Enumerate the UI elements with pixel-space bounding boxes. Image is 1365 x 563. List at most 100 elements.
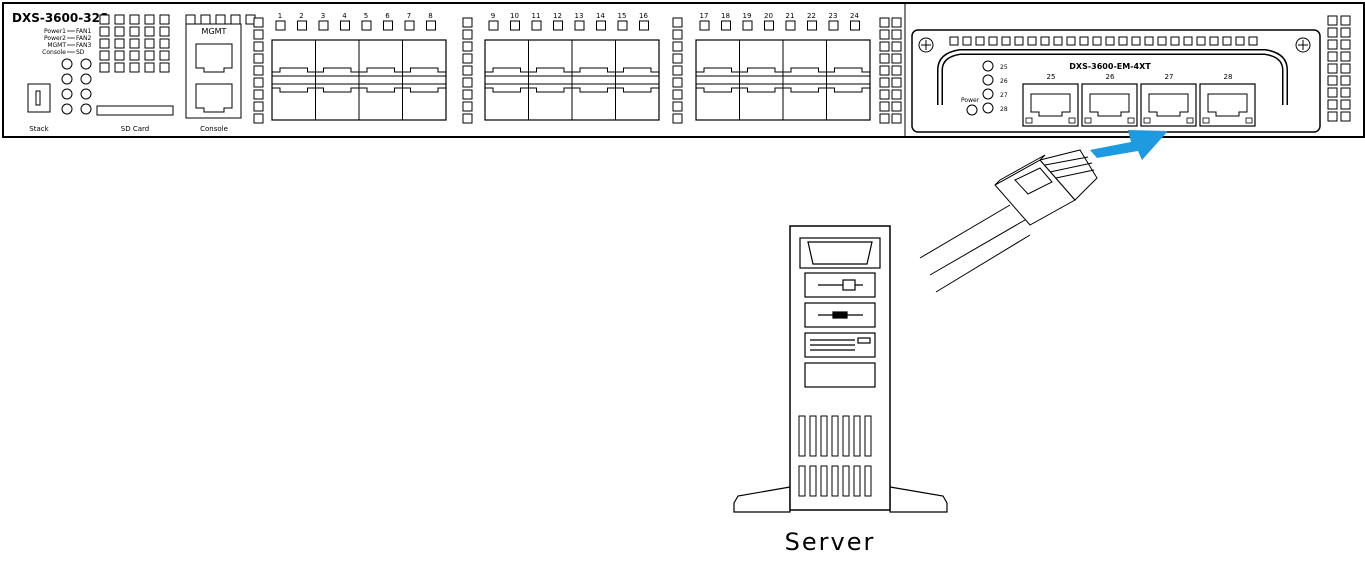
server-vent-slot — [853, 415, 861, 457]
status-led — [114, 26, 125, 37]
port-number-label: 10 — [510, 12, 519, 20]
status-led — [144, 50, 155, 61]
sfp-port-icon — [315, 67, 359, 73]
vent-slot — [1327, 51, 1338, 62]
sfp-port-icon — [528, 67, 572, 73]
port-led — [879, 41, 890, 52]
port-led — [531, 20, 542, 31]
port-number-label: 14 — [596, 12, 605, 20]
port-led — [721, 20, 731, 31]
sfp-port-icon — [826, 87, 870, 93]
port-led — [462, 77, 473, 88]
sd-card-label: SD Card — [121, 125, 149, 133]
port-led — [462, 29, 473, 40]
vent-slot — [1340, 27, 1351, 38]
port-led — [891, 77, 902, 88]
vent-slot — [1340, 75, 1351, 86]
port-led — [574, 20, 585, 31]
led-label: Power2 — [44, 35, 66, 42]
server-vent-slot — [798, 415, 806, 457]
module-port-number: 25 — [1047, 73, 1056, 81]
module-led — [982, 74, 994, 86]
port-led — [383, 20, 393, 31]
port-number-label: 17 — [700, 12, 709, 20]
port-led — [672, 29, 683, 40]
module-indicator — [1144, 36, 1154, 46]
rj45-port-icon — [1207, 93, 1248, 117]
port-number-label: 22 — [807, 12, 816, 20]
server-icon — [733, 225, 948, 513]
status-led — [99, 50, 110, 61]
port-number-label: 2 — [299, 12, 303, 20]
port-led — [617, 20, 628, 31]
port-led — [253, 89, 264, 100]
status-led — [200, 14, 211, 25]
rj45-port-icon — [1148, 93, 1189, 117]
module-indicator — [1079, 36, 1089, 46]
sfp-port-icon — [783, 67, 827, 73]
status-led-circle — [61, 58, 73, 70]
port-led — [891, 65, 902, 76]
port-led — [361, 20, 372, 31]
led-label: SD — [76, 49, 85, 56]
port-number-label: 16 — [639, 12, 648, 20]
module-indicator — [975, 36, 985, 46]
port-number-label: 15 — [618, 12, 627, 20]
server-vent-slot — [864, 465, 872, 497]
status-led-circle — [61, 88, 73, 100]
server-vent-slot — [820, 465, 828, 497]
module-port-number: 26 — [1106, 73, 1115, 81]
status-led — [99, 38, 110, 49]
module-indicator — [1131, 36, 1141, 46]
port-led — [699, 20, 710, 31]
server-label: Server — [784, 528, 876, 556]
port-number-label: 12 — [553, 12, 562, 20]
port-led — [510, 20, 520, 31]
module-indicator — [988, 36, 998, 46]
module-led-number: 25 — [1000, 64, 1008, 71]
port-led — [672, 89, 683, 100]
port-led — [253, 77, 264, 88]
port-led — [672, 41, 683, 52]
sfp-port-icon — [485, 67, 529, 73]
port-led — [891, 101, 902, 112]
module-led-number: 26 — [1000, 78, 1008, 85]
port-number-label: 5 — [364, 12, 368, 20]
led-label: MGMT — [47, 42, 66, 49]
status-led — [144, 38, 155, 49]
sfp-port-icon — [783, 87, 827, 93]
sfp-port-icon — [485, 87, 529, 93]
power-led — [966, 104, 978, 116]
connection-arrow-icon — [1090, 130, 1168, 160]
module-indicator — [1001, 36, 1011, 46]
port-led — [672, 77, 683, 88]
module-indicator — [1196, 36, 1206, 46]
stack-button — [27, 83, 51, 113]
status-led — [129, 26, 140, 37]
stack-indicator-icon — [35, 90, 41, 106]
port-led — [879, 113, 890, 124]
vent-slot — [1327, 27, 1338, 38]
status-led — [215, 14, 226, 25]
rj45-port-icon — [1030, 93, 1071, 117]
server-vent-slot — [809, 465, 817, 497]
server-vent-slot — [809, 415, 817, 457]
server-vent-slot — [831, 415, 839, 457]
status-led-circle — [80, 103, 92, 115]
sd-card-slot — [96, 105, 174, 116]
port-led — [807, 20, 817, 31]
sfp-port-icon — [359, 87, 403, 93]
port-led — [462, 113, 473, 124]
vent-slot — [1340, 99, 1351, 110]
port-led — [891, 113, 902, 124]
port-led — [742, 20, 753, 31]
port-led — [672, 65, 683, 76]
port-led — [318, 20, 329, 31]
port-act-led — [1186, 117, 1194, 124]
module-led — [982, 102, 994, 114]
port-led — [253, 113, 264, 124]
port-link-led — [1084, 117, 1092, 124]
sfp-port-icon — [402, 87, 446, 93]
vent-slot — [1327, 111, 1338, 122]
